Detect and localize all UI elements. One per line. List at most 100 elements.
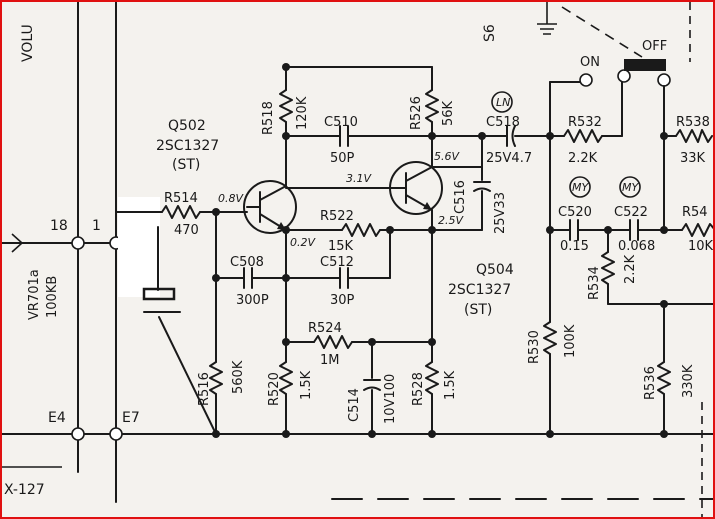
r534-resistor [601, 251, 615, 285]
terminal-18 [71, 236, 85, 250]
erased-area [118, 197, 160, 297]
label-c512-val: 30P [330, 293, 355, 308]
label-vr701a-val: 100KB [45, 276, 60, 318]
label-x127: X-127 [4, 482, 45, 498]
label-c510: C510 [324, 115, 358, 130]
label-off: OFF [642, 39, 667, 54]
label-r528-val: 1.5K [443, 370, 458, 400]
label-on: ON [580, 55, 600, 70]
label-r522: R522 [320, 209, 354, 224]
label-r526-val: 56K [441, 100, 456, 126]
label-r526: R526 [409, 96, 424, 130]
label-r522-val: 15K [328, 239, 354, 254]
label-r534-val: 2.2K [623, 254, 638, 284]
label-q502-type: 2SC1327 [156, 138, 219, 154]
label-c518: C518 [486, 115, 520, 130]
r54x-resistor [681, 223, 713, 237]
q502-transistor [243, 180, 297, 234]
label-r530: R530 [527, 330, 542, 364]
label-r518: R518 [261, 101, 276, 135]
ln-marker [491, 91, 513, 113]
label-c518-val: 25V4.7 [486, 151, 532, 166]
label-r532-val: 2.2K [568, 151, 598, 166]
switch-off-terminal[interactable] [657, 73, 671, 87]
label-q502-grade: (ST) [172, 157, 200, 173]
added-diagonal [158, 316, 217, 435]
label-q502: Q502 [168, 118, 206, 134]
label-r520-val: 1.5K [299, 370, 314, 400]
label-node-18: 18 [50, 218, 68, 234]
wiper-arrow-icon [11, 233, 24, 253]
label-v02: 0.2V [290, 236, 316, 249]
label-e7: E7 [122, 410, 140, 426]
r518-resistor [279, 89, 293, 123]
r522-resistor [341, 223, 381, 237]
label-q504-grade: (ST) [464, 302, 492, 318]
label-c510-val: 50P [330, 151, 355, 166]
label-c514: C514 [347, 388, 362, 422]
label-c520: C520 [558, 205, 592, 220]
r532-resistor [563, 129, 603, 143]
label-r528: R528 [411, 372, 426, 406]
label-r514: R514 [164, 191, 198, 206]
label-r518-val: 120K [295, 96, 310, 130]
label-s6: S6 [482, 24, 498, 42]
label-r530-val: 100K [563, 324, 578, 358]
r524-resistor [313, 335, 353, 349]
label-r538-val: 33K [680, 151, 706, 166]
label-volume: VOLU [20, 24, 36, 62]
label-r538: R538 [676, 115, 710, 130]
label-v08: 0.8V [218, 192, 244, 205]
r514-resistor [161, 205, 201, 219]
switch-lever[interactable] [624, 59, 666, 71]
label-r516-val: 560K [231, 360, 246, 394]
label-vr701a: VR701a [27, 269, 42, 320]
terminal-e7 [109, 427, 123, 441]
label-c516: C516 [453, 180, 468, 214]
label-r524: R524 [308, 321, 342, 336]
label-c512: C512 [320, 255, 354, 270]
label-c508-val: 300P [236, 293, 269, 308]
r536-resistor [657, 361, 671, 395]
r516-resistor [209, 361, 223, 395]
label-c522-val: 0.068 [618, 239, 655, 254]
label-r54x: R54 [682, 205, 708, 220]
label-ln: LN [496, 96, 510, 109]
label-my-1: MY [572, 181, 589, 194]
terminal-e4 [71, 427, 85, 441]
my-marker-1 [569, 176, 591, 198]
added-capacitor [142, 287, 176, 301]
switch-on-terminal[interactable] [579, 73, 593, 87]
ground-symbol [537, 23, 557, 35]
label-c516-val: 25V33 [493, 192, 508, 234]
label-node-17: 1 [92, 218, 101, 234]
my-marker-2 [619, 176, 641, 198]
label-r532: R532 [568, 115, 602, 130]
label-q504-type: 2SC1327 [448, 282, 511, 298]
r530-resistor [543, 321, 557, 355]
label-r536-val: 330K [681, 364, 696, 398]
label-r534: R534 [587, 266, 602, 300]
label-my-2: MY [622, 181, 639, 194]
label-c520-val: 0.15 [560, 239, 589, 254]
label-c508: C508 [230, 255, 264, 270]
r526-resistor [425, 89, 439, 123]
label-r536: R536 [643, 366, 658, 400]
r528-resistor [425, 361, 439, 395]
label-v25: 2.5V [438, 214, 464, 227]
label-r54x-val: 10K [688, 239, 714, 254]
label-c522: C522 [614, 205, 648, 220]
label-v31: 3.1V [346, 172, 372, 185]
label-r520: R520 [267, 372, 282, 406]
label-r516: R516 [197, 372, 212, 406]
r520-resistor [279, 361, 293, 395]
label-q504: Q504 [476, 262, 514, 278]
r538-resistor [675, 129, 713, 143]
switch-link [561, 6, 643, 58]
label-e4: E4 [48, 410, 66, 426]
switch-common-terminal[interactable] [617, 69, 631, 83]
label-c514-val: 10V100 [383, 374, 398, 424]
label-r524-val: 1M [320, 353, 340, 368]
